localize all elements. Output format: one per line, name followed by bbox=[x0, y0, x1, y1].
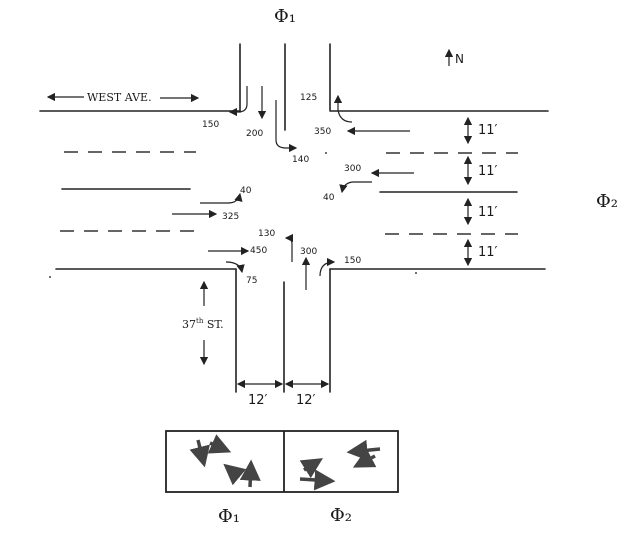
west-ave-extent-arrows bbox=[46, 92, 200, 103]
37th-st-label: 37th ST. bbox=[182, 317, 224, 331]
phase-1-movements-icon bbox=[189, 434, 261, 488]
south-approach-lines bbox=[235, 268, 331, 393]
lane-width-2: 11′ bbox=[478, 164, 498, 179]
volume-wb-through-1: 350 bbox=[314, 127, 331, 137]
west-ave-lane-lines bbox=[39, 110, 549, 270]
volume-nb-left: 130 bbox=[258, 229, 275, 239]
west-ave-label: WEST AVE. bbox=[87, 91, 152, 104]
volume-eb-right: 75 bbox=[246, 276, 257, 286]
lane-width-1: 11′ bbox=[478, 123, 498, 138]
volume-wb-right: 125 bbox=[300, 93, 317, 103]
phase-2-right-label: Φ₂ bbox=[596, 191, 618, 212]
stray-mark bbox=[49, 276, 51, 278]
volume-sb-right: 150 bbox=[202, 120, 219, 130]
north-label: N bbox=[455, 52, 464, 66]
south-lane-width-2: 12′ bbox=[296, 393, 316, 408]
volume-sb-left: 140 bbox=[292, 155, 309, 165]
stray-mark bbox=[325, 152, 327, 154]
south-lane-width-1: 12′ bbox=[248, 393, 268, 408]
volume-eb-through-1: 325 bbox=[222, 212, 239, 222]
phase-2-movements-icon bbox=[299, 439, 381, 491]
volume-nb-right: 150 bbox=[344, 256, 361, 266]
volume-eb-left: 40 bbox=[240, 186, 252, 196]
lane-width-4: 11′ bbox=[478, 245, 498, 260]
volume-eb-through-2: 450 bbox=[250, 246, 267, 256]
stray-mark bbox=[415, 272, 417, 274]
volume-wb-left: 40 bbox=[323, 193, 335, 203]
phasing-diagram bbox=[165, 430, 399, 493]
volume-sb-through: 200 bbox=[246, 129, 263, 139]
volume-nb-through: 300 bbox=[300, 247, 317, 257]
volume-wb-through-2: 300 bbox=[344, 164, 361, 174]
lane-width-3: 11′ bbox=[478, 205, 498, 220]
movement-arrows bbox=[172, 86, 414, 290]
phase-1-top-label: Φ₁ bbox=[274, 6, 296, 27]
phase-2-label: Φ₂ bbox=[330, 505, 352, 526]
phase-1-label: Φ₁ bbox=[218, 506, 240, 527]
north-approach-lines bbox=[239, 43, 331, 131]
